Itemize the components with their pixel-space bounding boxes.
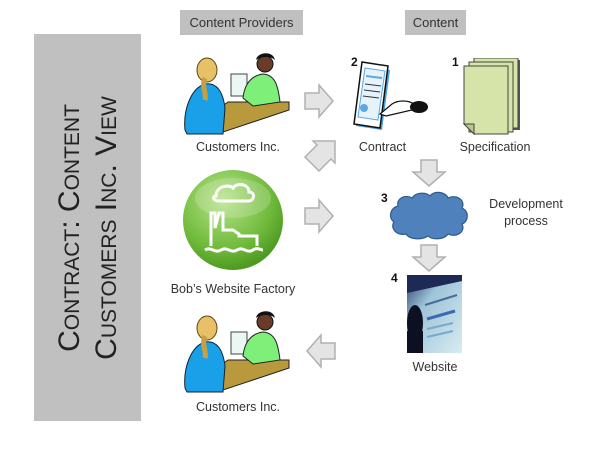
arrow-left-icon: [305, 333, 337, 369]
development-label-line-2: process: [504, 214, 548, 228]
title-line-1: Contract: Content: [52, 103, 86, 352]
factory-icon: [181, 168, 285, 272]
step-number-3: 3: [381, 191, 388, 205]
step-number-4: 4: [391, 271, 398, 285]
content-label-specification: Specification: [459, 140, 531, 154]
slide-title: Contract: Content Customers Inc. View: [51, 34, 125, 421]
website-screen-icon: [407, 275, 462, 353]
arrow-right-icon: [303, 83, 335, 119]
development-label-line-1: Development: [489, 197, 563, 211]
document-stack-icon: [462, 58, 524, 136]
content-label-contract: Contract: [358, 140, 407, 154]
arrow-down-icon: [411, 243, 447, 273]
office-workers-icon: [183, 50, 293, 135]
step-number-2: 2: [351, 55, 358, 69]
arrow-up-right-icon: [303, 139, 337, 173]
content-label-development: Development process: [476, 196, 576, 230]
step-number-1: 1: [452, 55, 459, 69]
arrow-down-icon: [411, 158, 447, 188]
title-line-2: Customers Inc. View: [89, 95, 123, 360]
arrow-right-icon: [303, 198, 335, 234]
provider-label-customers-bottom: Customers Inc.: [195, 400, 281, 414]
header-content-providers: Content Providers: [180, 10, 303, 35]
provider-label-customers-top: Customers Inc.: [195, 140, 281, 154]
content-label-website: Website: [412, 360, 458, 374]
provider-label-bobs-factory: Bob’s Website Factory: [170, 282, 296, 296]
signing-document-icon: [352, 60, 437, 135]
header-content: Content: [405, 10, 466, 35]
cloud-icon: [388, 190, 470, 240]
title-panel: Contract: Content Customers Inc. View: [34, 34, 141, 421]
office-workers-icon: [183, 308, 293, 393]
